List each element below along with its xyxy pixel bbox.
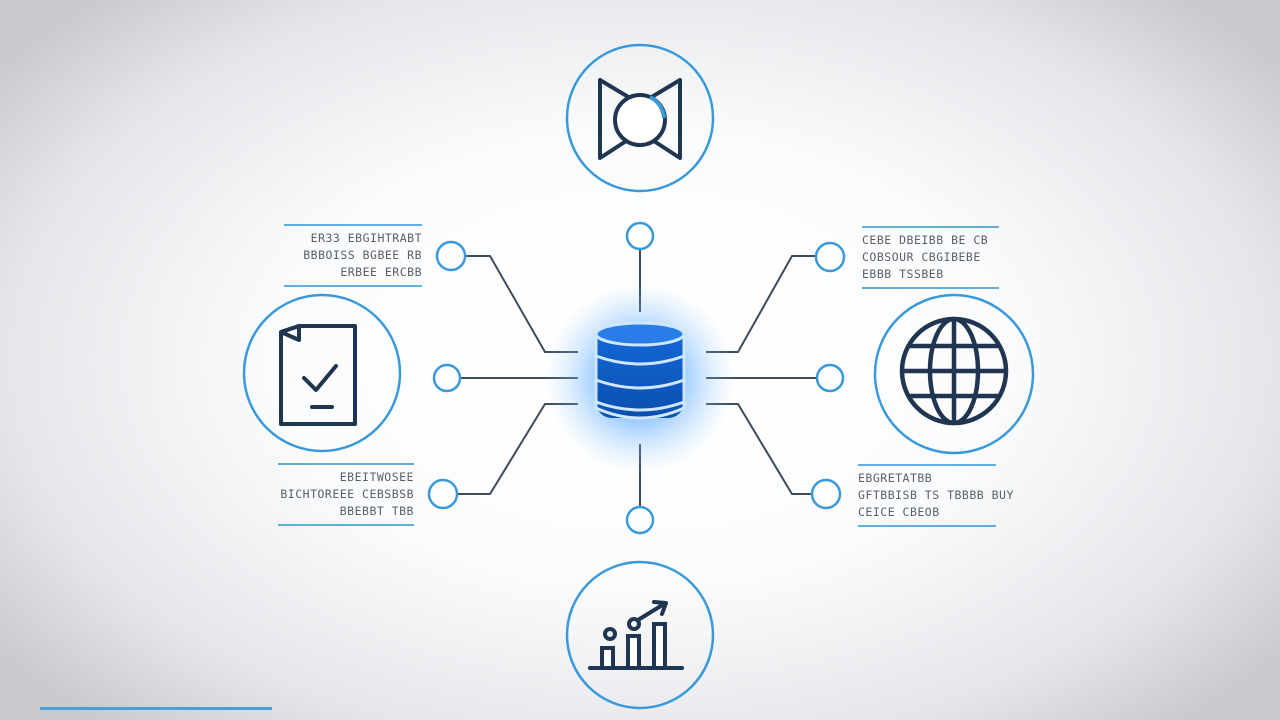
endpoint-right-lower [810, 478, 842, 510]
text-line: EBGRETATBB [858, 471, 933, 485]
node-left [242, 293, 402, 453]
endpoints [427, 221, 846, 535]
text-block-top-left: ERЗЗ EBGIHTRABT BBBOISS BGBEE RB ERBEE E… [284, 224, 422, 287]
text-line: BBEBBT TBB [339, 504, 414, 518]
endpoint-top [625, 221, 655, 251]
central-hub [545, 283, 735, 473]
node-top [565, 43, 715, 193]
text-line: CEICE CBEOB [858, 505, 940, 519]
text-line: ERBEE ERCBB [340, 265, 422, 279]
text-line: ERЗЗ EBGIHTRABT [310, 231, 422, 245]
text-line: EBBB TSSBEB [862, 267, 944, 281]
growth-chart-icon [588, 600, 684, 670]
footer-rule [40, 707, 272, 710]
text-line: COBSOUR CBGIBEBE [862, 250, 981, 264]
node-bottom [565, 560, 715, 710]
text-block-bottom-right: EBGRETATBB GFTBBISB TS TBBBB BUY CEICE C… [858, 464, 1014, 527]
bowtie-ring-icon [598, 78, 682, 160]
text-line: BICHTOREEE CEBSBSB [280, 487, 414, 501]
node-right [873, 293, 1035, 455]
document-check-icon [279, 324, 357, 426]
endpoint-right-upper [814, 241, 846, 273]
text-block-top-right: CEBE DBEIBB BE CB COBSOUR CBGIBEBE EBBB … [862, 226, 999, 289]
endpoint-left-upper [435, 240, 467, 272]
endpoint-bottom [625, 505, 655, 535]
text-line: EBEITWOSEE [339, 470, 414, 484]
text-line: CEBE DBEIBB BE CB [862, 233, 989, 247]
text-line: BBBOISS BGBEE RB [303, 248, 422, 262]
globe-icon [899, 316, 1009, 426]
endpoint-left-middle [432, 363, 462, 393]
text-line: GFTBBISB TS TBBBB BUY [858, 488, 1014, 502]
endpoint-right-middle [815, 363, 845, 393]
endpoint-left-lower [427, 478, 459, 510]
database-icon [594, 321, 686, 420]
text-block-bottom-left: EBEITWOSEE BICHTOREEE CEBSBSB BBEBBT TBB [278, 463, 414, 526]
